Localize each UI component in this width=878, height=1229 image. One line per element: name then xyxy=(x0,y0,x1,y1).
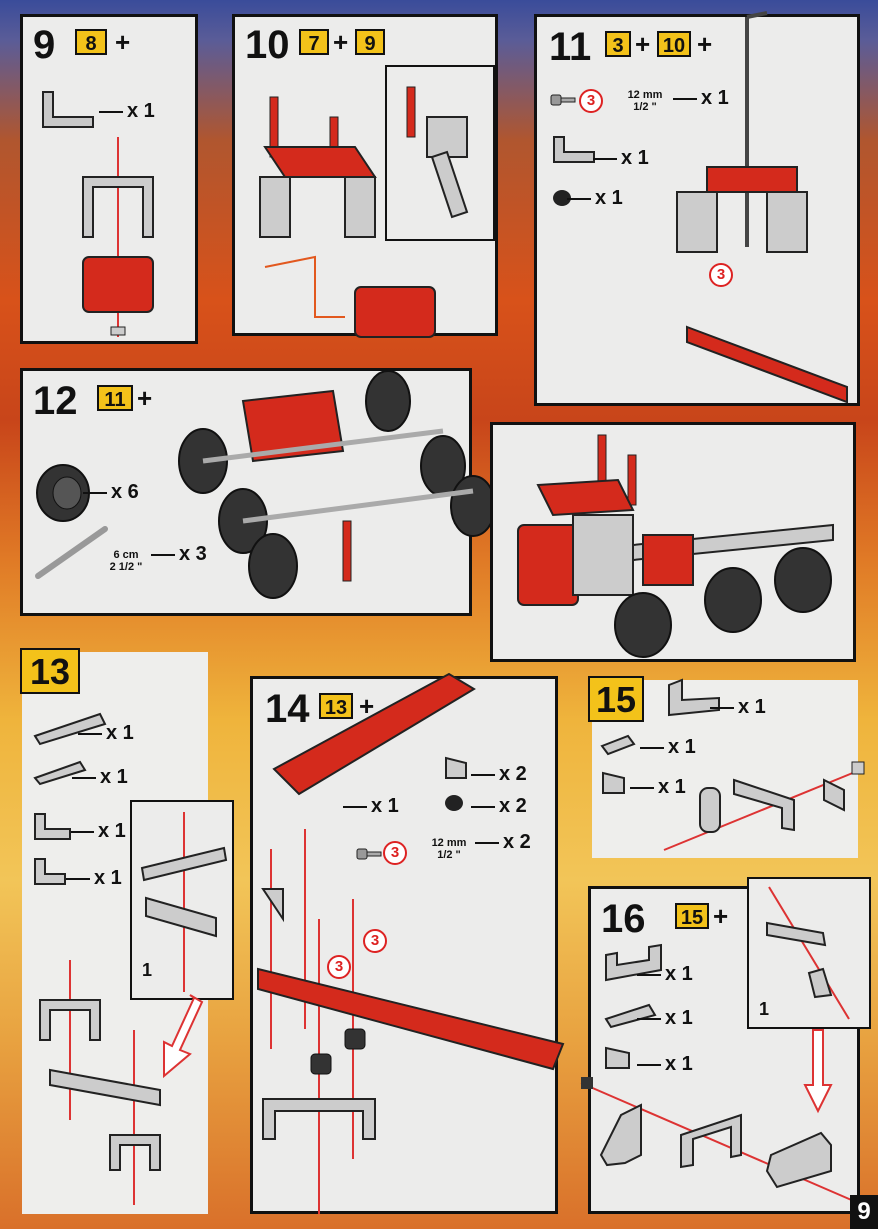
part-qty: x 1 xyxy=(78,722,134,745)
plus-sign: + xyxy=(697,29,713,59)
step-number: 9 xyxy=(33,23,56,67)
bolt-icon xyxy=(550,94,576,106)
inset-label: 1 xyxy=(142,960,153,980)
plus-sign: + xyxy=(333,27,349,57)
part-qty: x 1 xyxy=(673,87,729,110)
completed-model-icon xyxy=(517,434,834,658)
plus-sign: + xyxy=(137,383,153,413)
strip-2-hole-icon xyxy=(33,712,107,746)
step-16-panel: 16 15 + x 1 x 1 x 1 1 xyxy=(580,877,871,1214)
assembly-diagram-icon xyxy=(580,1077,864,1206)
step-number: 12 xyxy=(33,379,78,423)
assembly-diagram-icon xyxy=(663,761,865,851)
plus-sign: + xyxy=(115,27,131,57)
step-number: 11 xyxy=(549,25,592,69)
step-number: 15 xyxy=(588,676,644,722)
part-qty: x 2 xyxy=(475,831,531,854)
part-qty: x 1 xyxy=(70,820,126,843)
double-bracket-icon xyxy=(602,771,625,794)
assembly-diagram-icon xyxy=(39,960,161,1205)
step-ref: 11 xyxy=(97,385,133,411)
assembly-diagram-icon xyxy=(257,829,565,1214)
ref-circle: 3 xyxy=(383,841,407,865)
step-ref: 8 xyxy=(75,29,107,55)
angle-bracket-icon xyxy=(553,136,595,163)
strip-icon xyxy=(604,1003,657,1029)
plus-sign: + xyxy=(359,691,375,721)
strip-icon xyxy=(600,734,636,756)
detail-diagram-icon xyxy=(766,886,850,1020)
angle-bracket-icon xyxy=(605,943,662,982)
step-number: 13 xyxy=(20,648,80,694)
collar-icon xyxy=(553,190,571,206)
part-qty: x 1 xyxy=(640,736,696,759)
step-number: 14 xyxy=(265,687,310,731)
part-qty: x 1 xyxy=(567,187,623,210)
detail-inset: 1 xyxy=(747,877,871,1029)
part-qty: x 1 xyxy=(630,776,686,799)
part-qty: x 1 xyxy=(637,963,693,986)
arrow-icon xyxy=(163,994,204,1079)
part-qty: x 1 xyxy=(72,766,128,789)
plus-sign: + xyxy=(713,901,729,931)
ref-circle: 3 xyxy=(709,263,733,287)
double-bracket-icon xyxy=(445,756,467,779)
part-qty: x 2 xyxy=(471,795,527,818)
step-ref: 13 xyxy=(319,693,353,719)
part-qty: x 3 xyxy=(151,543,207,566)
detail-inset: 1 xyxy=(130,800,234,1000)
axle-rod-icon xyxy=(35,526,108,579)
double-bracket-icon xyxy=(605,1046,630,1069)
page-number: 9 xyxy=(850,1195,878,1229)
assembly-diagram-icon xyxy=(676,11,848,404)
angle-bracket-small-icon xyxy=(34,858,66,885)
step-number: 16 xyxy=(601,897,646,941)
part-qty: x 1 xyxy=(99,100,155,123)
step-ref: 9 xyxy=(355,29,385,55)
angle-bracket-icon xyxy=(668,678,720,717)
plus-sign: + xyxy=(635,29,651,59)
step-10-panel: 10 7 + 9 xyxy=(232,14,498,338)
bolt-icon xyxy=(356,848,382,860)
part-qty: x 1 xyxy=(637,1007,693,1030)
step-ref: 7 xyxy=(299,29,329,55)
part-qty: x 1 xyxy=(593,147,649,170)
part-qty: x 1 xyxy=(66,867,122,890)
step-number: 10 xyxy=(245,23,290,67)
assembly-diagram-icon xyxy=(178,370,496,599)
part-qty: x 6 xyxy=(83,481,139,504)
part-qty: x 2 xyxy=(471,763,527,786)
assembly-diagram-icon xyxy=(82,137,154,337)
ref-circle: 3 xyxy=(363,929,387,953)
angle-bracket-icon xyxy=(34,813,71,840)
step-9-panel: 9 8 + x 1 xyxy=(20,14,198,344)
ref-circle: 3 xyxy=(579,89,603,113)
part-qty: x 1 xyxy=(710,696,766,719)
step-ref: 10 xyxy=(657,31,691,57)
detail-diagram-icon xyxy=(140,812,228,992)
assembly-diagram-icon xyxy=(259,96,436,338)
part-angle-bracket-icon xyxy=(42,91,94,128)
part-qty: x 1 xyxy=(637,1053,693,1076)
step-ref: 3 xyxy=(605,31,631,57)
strip-icon xyxy=(33,760,87,786)
part-qty: x 1 xyxy=(343,795,399,818)
detail-diagram-icon xyxy=(406,86,469,219)
result-model-panel xyxy=(490,422,856,662)
ref-circle: 3 xyxy=(327,955,351,979)
collar-icon xyxy=(445,795,463,811)
flat-plate-icon xyxy=(272,672,476,796)
detail-inset xyxy=(385,65,495,241)
inset-label: 1 xyxy=(759,999,770,1019)
step-ref: 15 xyxy=(675,903,709,929)
arrow-icon xyxy=(803,1029,833,1114)
